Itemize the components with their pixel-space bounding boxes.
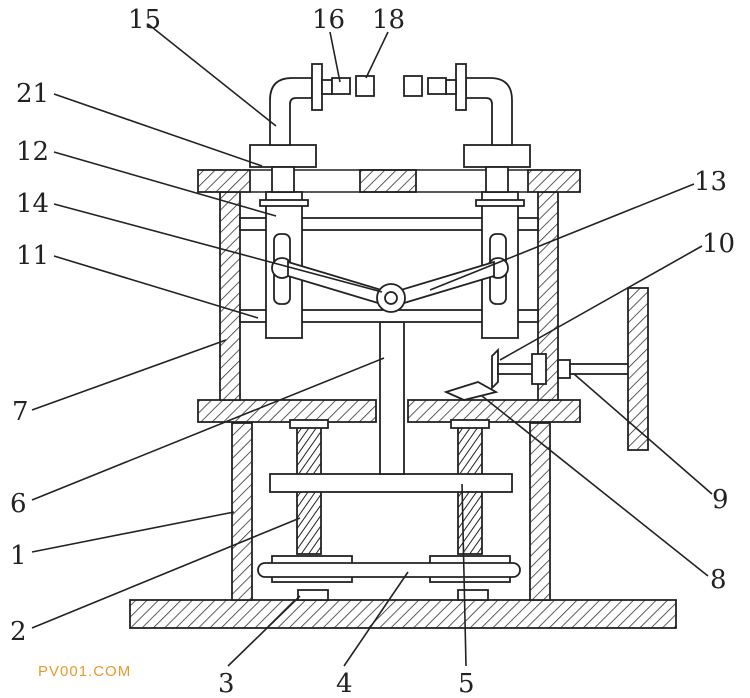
flange-neck-right <box>445 79 457 95</box>
label-9: 9 <box>712 485 729 515</box>
lifting-plate <box>269 473 513 493</box>
top-plate-right <box>527 169 581 193</box>
side-plate <box>627 287 649 451</box>
leader-11 <box>53 255 259 319</box>
label-14: 14 <box>16 189 49 219</box>
leader-10 <box>499 245 703 361</box>
label-8: 8 <box>710 565 727 595</box>
label-5: 5 <box>458 669 475 698</box>
clamp-plate-left <box>259 199 309 207</box>
tube-right-lower <box>485 166 509 193</box>
screw-nut-left-top <box>289 419 329 429</box>
bent-pipe-left <box>269 77 313 146</box>
upper-frame-left-wall <box>219 191 241 401</box>
connector-left <box>331 77 351 95</box>
leader-12 <box>53 151 277 217</box>
clamp-head-right <box>463 144 531 168</box>
label-16: 16 <box>312 5 345 35</box>
link-left <box>287 260 389 308</box>
guide-rail-upper <box>239 217 539 231</box>
flange-right <box>455 63 467 111</box>
label-11: 11 <box>16 241 49 271</box>
push-rod-outer <box>557 359 571 379</box>
leader-14 <box>53 203 383 293</box>
connector-left-tip <box>355 75 375 97</box>
label-3: 3 <box>218 669 235 698</box>
leader-8 <box>481 395 709 577</box>
base-plate <box>129 599 677 629</box>
bent-pipe-right <box>465 77 513 146</box>
leader-4 <box>343 571 409 667</box>
leader-7 <box>31 339 227 411</box>
leader-2 <box>31 517 301 629</box>
connector-right <box>427 77 447 95</box>
push-rod-shaft <box>569 363 631 375</box>
central-support-rod <box>379 321 405 475</box>
label-1: 1 <box>10 541 27 571</box>
top-plate-left <box>197 169 251 193</box>
central-hinge-pin <box>384 291 398 305</box>
push-rod-guide <box>531 353 547 385</box>
leader-9 <box>573 373 713 495</box>
drive-belt <box>257 562 521 578</box>
bearing-left <box>297 589 329 601</box>
clamp-head-left <box>249 144 317 168</box>
lower-frame-right-wall <box>529 422 551 601</box>
clamp-plate-right <box>475 199 525 207</box>
label-12: 12 <box>16 137 49 167</box>
label-6: 6 <box>10 489 27 519</box>
middle-plate-right <box>407 399 581 423</box>
tube-left-lower <box>271 166 295 193</box>
bracket-10 <box>491 347 499 391</box>
flange-left <box>311 63 323 111</box>
top-plate-middle <box>359 169 417 193</box>
bearing-right <box>457 589 489 601</box>
connector-right-tip <box>403 75 423 97</box>
middle-plate-left <box>197 399 377 423</box>
leader-1 <box>31 511 235 553</box>
leader-13 <box>429 183 695 291</box>
label-18: 18 <box>372 5 405 35</box>
label-21: 21 <box>16 79 49 109</box>
leader-5 <box>461 483 467 667</box>
leader-3 <box>227 595 301 667</box>
flange-neck-left <box>321 79 333 95</box>
leader-18 <box>365 31 389 79</box>
leader-6 <box>31 357 385 501</box>
label-10: 10 <box>702 229 735 259</box>
watermark: PV001.COM <box>38 663 131 680</box>
screw-nut-right-top <box>450 419 490 429</box>
label-13: 13 <box>694 167 727 197</box>
label-7: 7 <box>12 397 29 427</box>
leader-15 <box>147 23 277 127</box>
leader-21 <box>53 93 263 167</box>
label-15: 15 <box>128 5 161 35</box>
leader-16 <box>329 31 341 83</box>
label-4: 4 <box>336 669 353 698</box>
wedge-8 <box>443 381 499 401</box>
lower-frame-left-wall <box>231 422 253 601</box>
label-2: 2 <box>10 617 27 647</box>
